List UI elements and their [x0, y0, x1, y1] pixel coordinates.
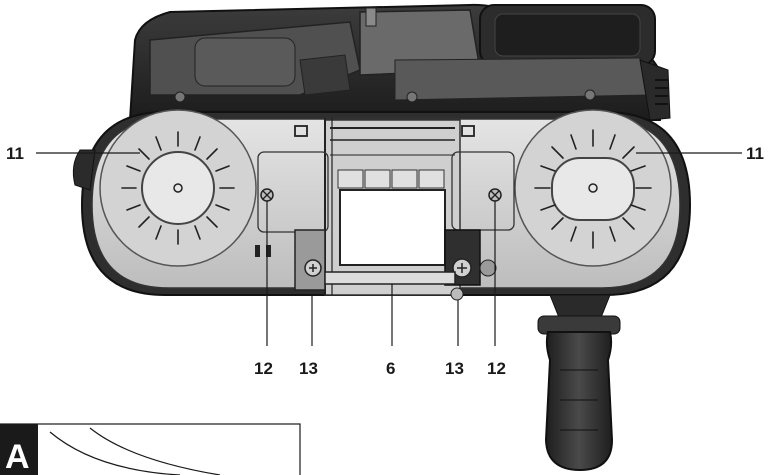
handle	[537, 294, 621, 472]
inset-panel-a: A	[0, 423, 301, 475]
left-guide-knob	[294, 229, 326, 291]
callout-12-left: 12	[254, 359, 273, 378]
cutting-frame	[255, 118, 515, 296]
callout-leaders	[36, 152, 742, 346]
callout-11-left: 11	[6, 144, 24, 163]
right-screw	[488, 188, 502, 202]
callout-13-right: 13	[445, 359, 464, 378]
callout-13-left: 13	[299, 359, 318, 378]
callout-12-right: 12	[487, 359, 506, 378]
left-screw	[260, 188, 274, 202]
motor-housing	[128, 3, 671, 121]
right-wheel-cover	[514, 109, 672, 267]
left-wheel-cover	[99, 109, 257, 267]
figure-tag-box	[0, 424, 38, 475]
callout-11-right: 11	[746, 144, 764, 163]
callout-6: 6	[386, 359, 395, 378]
center-bar	[324, 271, 456, 285]
figure-tag: A	[5, 438, 30, 475]
